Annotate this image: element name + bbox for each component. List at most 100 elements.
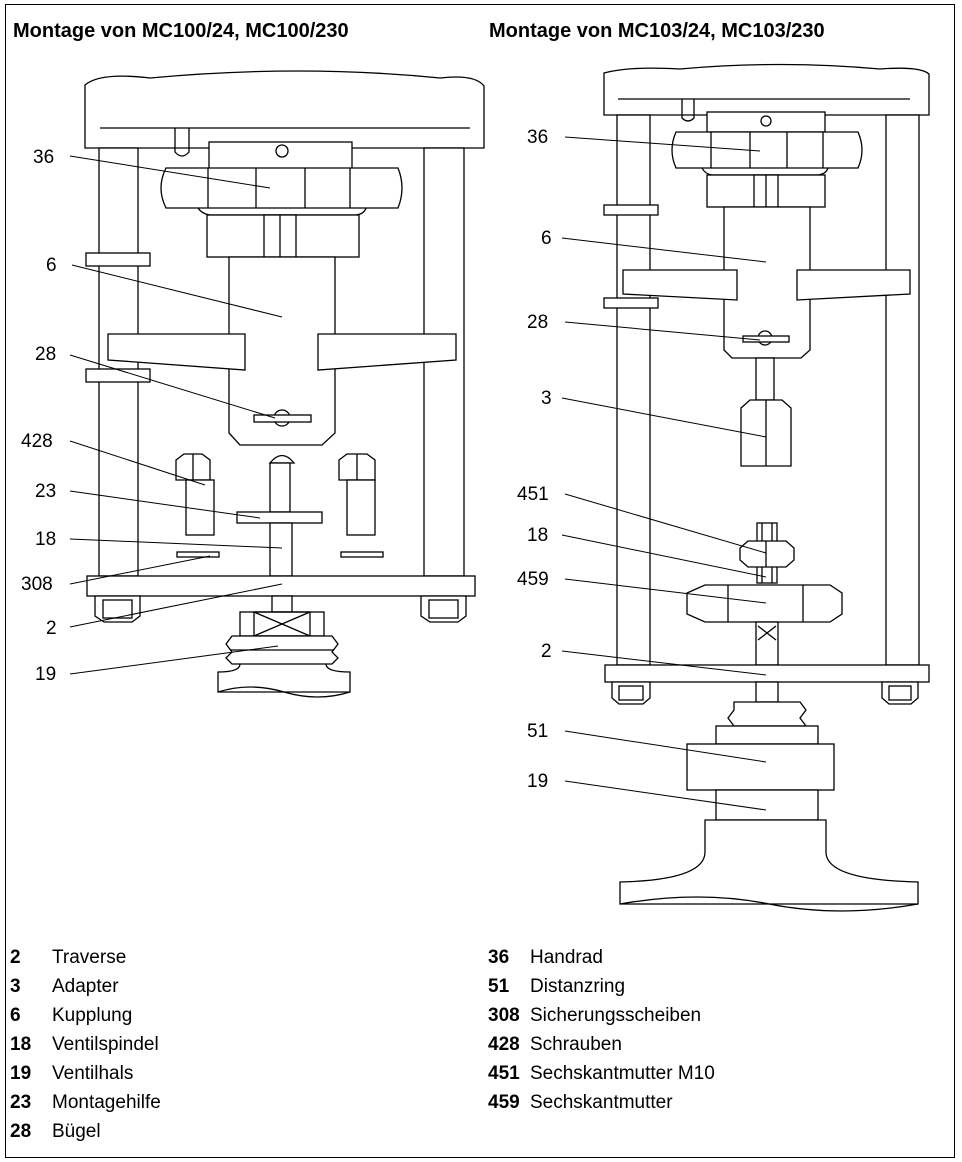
left-coupling-6 [228, 256, 336, 446]
callout-left-28: 28 [35, 344, 56, 365]
left-spindle-neck [271, 595, 293, 613]
left-spindle-upper [269, 462, 291, 513]
callout-right-28: 28 [527, 312, 548, 333]
callout-right-451: 451 [517, 484, 549, 505]
legend-number: 308 [488, 1005, 520, 1026]
heading-right: Montage von MC103/24, MC103/230 [489, 20, 825, 42]
leader-right-3 [561, 397, 767, 438]
callout-left-23: 23 [35, 481, 56, 502]
legend-label: Kupplung [52, 1005, 133, 1026]
callouts: 36 6 28 428 23 18 308 2 19 36 6 28 3 451… [21, 127, 552, 792]
left-washer-left [176, 551, 220, 558]
leader-left-308 [69, 555, 211, 585]
right-column-left [616, 114, 651, 666]
right-neck-collar [715, 725, 819, 745]
legend-number: 459 [488, 1092, 520, 1113]
legend-label: Bügel [52, 1121, 101, 1142]
legend-item: 3 Adapter [10, 972, 161, 1001]
callout-left-2: 2 [46, 618, 57, 639]
leader-right-51 [564, 730, 767, 763]
right-nut-451 [739, 540, 795, 568]
right-arm-right [796, 269, 911, 301]
callout-left-308: 308 [21, 574, 53, 595]
right-handwheel-base [701, 167, 829, 176]
legend-item: 451 Sechskantmutter M10 [488, 1059, 715, 1088]
right-coupling-6 [723, 206, 811, 359]
leader-right-459 [564, 578, 767, 604]
left-foot-nut-right [420, 595, 467, 623]
leader-left-36 [69, 155, 271, 189]
legend-number: 451 [488, 1063, 520, 1084]
left-mount-aid-23 [236, 511, 323, 524]
callout-left-19: 19 [35, 664, 56, 685]
assembly-drawing: 36 6 28 428 23 18 308 2 19 36 6 28 3 451… [21, 63, 930, 912]
leader-right-28 [564, 321, 761, 341]
callout-left-428: 428 [21, 431, 53, 452]
left-top-plate [84, 70, 485, 149]
left-arm-right [317, 333, 457, 371]
right-foot-nut-left-inner [618, 685, 644, 701]
legend-label: Adapter [52, 976, 119, 997]
right-foot-nut-left [611, 681, 651, 705]
legend-item: 23 Montagehilfe [10, 1088, 161, 1117]
right-column-clamp-upper [603, 204, 659, 216]
callout-right-2: 2 [541, 641, 552, 662]
legend-label: Sicherungsscheiben [530, 1005, 702, 1026]
left-assembly [84, 70, 485, 698]
callout-right-19: 19 [527, 771, 548, 792]
callout-left-6: 6 [46, 255, 57, 276]
left-handwheel-36 [160, 167, 403, 209]
right-neck-upper [727, 701, 808, 727]
callout-right-459: 459 [517, 569, 549, 590]
right-column-clamp-lower [603, 297, 659, 309]
leader-right-18 [561, 534, 767, 578]
leader-left-28 [69, 354, 276, 419]
callout-right-36: 36 [527, 127, 548, 148]
callout-right-18: 18 [527, 525, 548, 546]
left-column-clamp-upper [85, 252, 151, 267]
legend-number: 3 [10, 976, 21, 997]
leader-right-2 [561, 650, 767, 676]
leader-left-19 [69, 645, 279, 675]
legend-item: 51 Distanzring [488, 972, 715, 1001]
right-handwheel-36 [671, 131, 863, 169]
leader-left-6 [71, 264, 283, 318]
callout-left-36: 36 [33, 147, 54, 168]
left-handwheel-base [197, 207, 367, 216]
leader-left-2 [69, 583, 283, 628]
right-top-plate [603, 63, 930, 116]
right-neck-stem [755, 681, 779, 703]
leader-left-428 [69, 440, 206, 486]
callout-right-3: 3 [541, 388, 552, 409]
left-neck-box-x2 [253, 611, 311, 637]
left-bolt-shank-right [346, 479, 376, 536]
leader-left-18 [69, 538, 283, 549]
right-valve-body [619, 819, 919, 905]
legend-label: Sechskantmutter [530, 1092, 673, 1113]
legend-label: Sechskantmutter M10 [530, 1063, 715, 1084]
right-arm-left [622, 269, 738, 301]
left-foot-nut-right-inner [428, 599, 459, 619]
right-spindle-lower [755, 621, 779, 666]
right-adapter-stem [755, 357, 775, 401]
legend-number: 19 [10, 1063, 32, 1084]
legend-label: Traverse [52, 947, 127, 968]
legend-label: Distanzring [530, 976, 626, 997]
legend-item: 459 Sechskantmutter [488, 1088, 715, 1117]
legend-number: 51 [488, 976, 510, 997]
left-top-plate-notch [174, 128, 190, 157]
right-hub-screw [760, 115, 772, 127]
legend-label: Ventilspindel [52, 1034, 159, 1055]
left-bracket-28 [253, 414, 312, 423]
right-traverse-2 [604, 664, 930, 683]
left-traverse-2 [86, 575, 476, 597]
legend-label: Montagehilfe [52, 1092, 161, 1113]
legend-number: 23 [10, 1092, 32, 1113]
